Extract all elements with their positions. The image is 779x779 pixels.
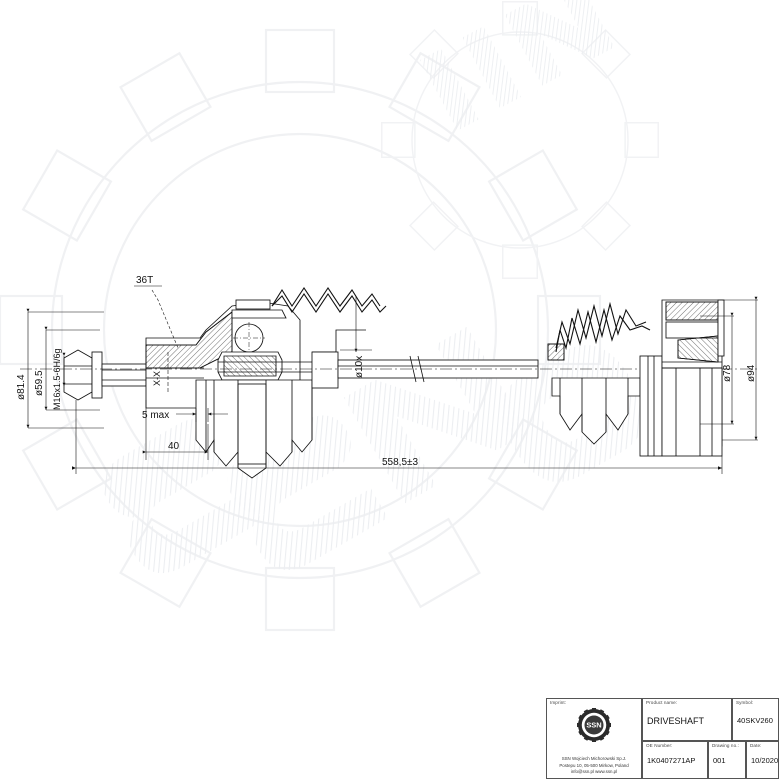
symbol-label: Symbol: (736, 700, 754, 705)
product-name-label: Product name: (646, 700, 678, 705)
dim-spline-teeth: 36T (136, 275, 153, 286)
inner-joint-hub (661, 299, 725, 457)
date-value: 10/2020 (751, 756, 779, 765)
drawing-no-label: Drawing no.: (712, 743, 739, 748)
title-block-oe-cell: OE Number: 1K0407271AP (642, 741, 708, 779)
product-name-value: DRIVESHAFT (647, 716, 705, 726)
drawing-no-value: 001 (713, 756, 726, 765)
title-block-drawing-no-cell: Drawing no.: 001 (708, 741, 746, 779)
flange-bolt-head (63, 349, 147, 401)
dimension-texts: ø81.4 ø59.5 M16x1.5-6H/6g 36T X-X 5 max … (16, 275, 757, 468)
gear-logo-icon: SSN (577, 708, 611, 742)
title-block: Imprint: (546, 698, 779, 779)
dim-gap-max: 5 max (142, 410, 169, 421)
imprint-company: SSN Wojciech Michorowski Sp.J. (561, 756, 627, 762)
dim-dia-hub-outer: ø94 (746, 364, 757, 382)
section-label-xx: X-X (152, 371, 162, 386)
dim-40: 40 (168, 441, 180, 452)
dim-thread-spec: M16x1.5-6H/6g (52, 348, 62, 410)
dimension-lines (26, 285, 758, 474)
imprint-address-block: SSN Wojciech Michorowski Sp.J. Postepu 1… (549, 756, 639, 776)
svg-text:SSN: SSN (586, 721, 601, 730)
imprint-address: Postepu 10, 05-500 Mirkow, Poland (559, 762, 629, 768)
dim-dia-boot-left: ø10x (354, 356, 365, 378)
symbol-value: 40SKV260 (737, 716, 773, 725)
title-block-date-cell: Date: 10/2020 (746, 741, 779, 779)
date-label: Date: (750, 743, 762, 748)
left-cv-boot (195, 287, 387, 479)
oe-number-label: OE Number: (646, 743, 673, 748)
dim-overall-length: 558,5±3 (382, 457, 419, 468)
right-cv-boot (547, 301, 663, 457)
title-block-symbol-cell: Symbol: 40SKV260 (732, 698, 779, 741)
dim-dia-hub-inner: ø78 (722, 364, 733, 382)
oe-number-value: 1K0407271AP (647, 756, 696, 765)
brand-letters-watermark-2 (420, 0, 615, 131)
center-shaft (20, 329, 760, 389)
imprint-label: Imprint: (550, 700, 567, 705)
title-block-product-cell: Product name: DRIVESHAFT (642, 698, 732, 741)
dim-dia-flange-inner: ø59.5 (34, 370, 45, 396)
title-block-imprint-cell: Imprint: (546, 698, 642, 779)
dim-dia-flange-outer: ø81.4 (16, 374, 27, 400)
imprint-web: info@ssn.pl www.ssn.pl (570, 769, 618, 775)
